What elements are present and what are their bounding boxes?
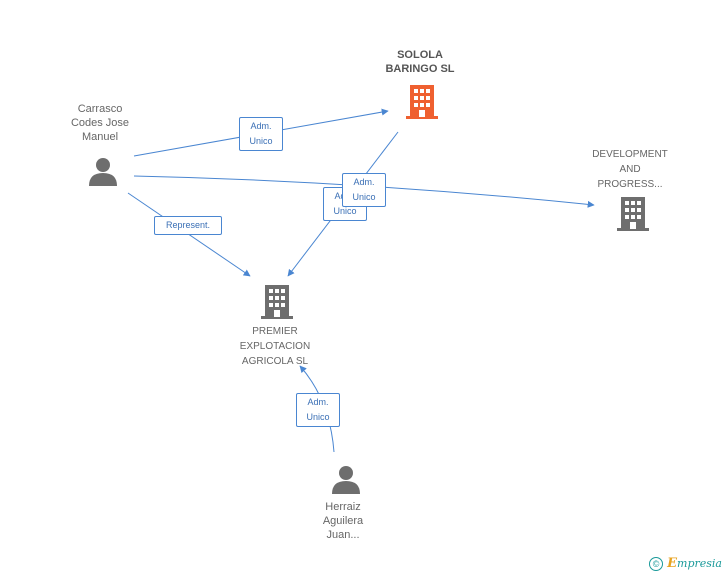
company-name-premier[interactable]: PREMIER EXPLOTACION AGRICOLA SL	[239, 326, 311, 367]
edge-label-carrasco-premier: Represent.	[154, 216, 222, 235]
person-name-carrasco[interactable]: Carrasco Codes Jose Manuel	[70, 103, 130, 143]
edge-label-carrasco-development: Adm. Unico	[342, 173, 386, 207]
company-name-development[interactable]: DEVELOPMENT AND PROGRESS...	[592, 149, 668, 190]
edge-label-herraiz-premier: Adm. Unico	[296, 393, 340, 427]
building-icon[interactable]	[406, 85, 438, 119]
brand-logo: Empresia	[667, 556, 722, 571]
building-icon[interactable]	[617, 197, 649, 231]
building-icon[interactable]	[261, 285, 293, 319]
edge-label-carrasco-solola: Adm. Unico	[239, 117, 283, 151]
footer-brand: © Empresia	[649, 556, 722, 571]
person-icon[interactable]	[88, 156, 118, 186]
person-icon[interactable]	[331, 464, 361, 494]
copyright-icon: ©	[649, 556, 664, 571]
company-name-solola[interactable]: SOLOLA BARINGO SL	[385, 49, 455, 75]
person-name-herraiz[interactable]: Herraiz Aguilera Juan...	[322, 501, 364, 541]
